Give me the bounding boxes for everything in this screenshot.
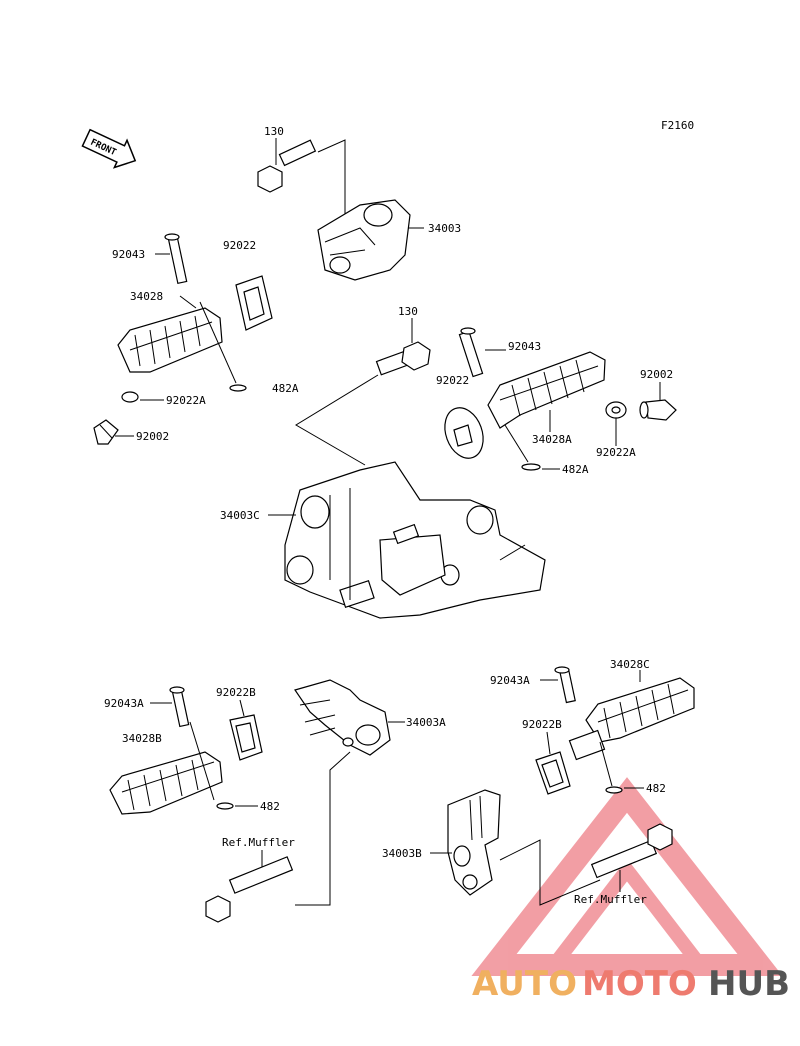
bolt-130-top <box>257 139 317 193</box>
cotter-482-right <box>605 786 623 794</box>
watermark-text: AUTO MOTO HUB <box>472 964 790 1004</box>
label-92002-right: 92002 <box>640 368 673 381</box>
label-92022-right: 92022 <box>436 374 469 387</box>
label-92022a-right: 92022A <box>596 446 636 459</box>
watermark-logo <box>471 777 783 976</box>
label-482a-right: 482A <box>562 463 589 476</box>
footpeg-34028 <box>117 307 223 373</box>
label-34003: 34003 <box>428 222 461 235</box>
pin-92043a-left <box>169 686 190 728</box>
label-92043-left: 92043 <box>112 248 145 261</box>
pin-92043-left <box>164 233 188 285</box>
watermark-part2: MOTO <box>582 964 697 1004</box>
footpeg-34028a <box>487 351 606 429</box>
label-34003a: 34003A <box>406 716 446 729</box>
label-92022a-left: 92022A <box>166 394 206 407</box>
spring-92022a-left <box>121 391 139 403</box>
label-ref-muffler-left: Ref.Muffler <box>222 836 295 849</box>
label-482a-left: 482A <box>272 382 299 395</box>
label-ref-muffler-right: Ref.Muffler <box>574 893 647 906</box>
label-130-top: 130 <box>264 125 284 138</box>
label-34003b: 34003B <box>382 847 422 860</box>
washer-92022b-right <box>535 751 571 795</box>
label-92043a-right: 92043A <box>490 674 530 687</box>
pin-92043a-right <box>554 666 576 704</box>
bolt-muffler-left <box>205 856 294 923</box>
washer-92022-left <box>235 275 273 331</box>
label-482-right: 482 <box>646 782 666 795</box>
label-92002-left: 92002 <box>136 430 169 443</box>
spring-92022a-right <box>605 401 627 419</box>
label-92043-right: 92043 <box>508 340 541 353</box>
rubber-92002-right <box>639 399 677 421</box>
bracket-34003a <box>294 679 391 756</box>
cotter-482a-left <box>229 384 247 392</box>
bracket-34003c <box>284 461 546 619</box>
watermark-part3: HUB <box>708 964 790 1004</box>
label-34003c: 34003C <box>220 509 260 522</box>
figure-code: F2160 <box>661 119 694 132</box>
bracket-34003b <box>447 789 501 896</box>
label-92022b-left: 92022B <box>216 686 256 699</box>
label-482-left: 482 <box>260 800 280 813</box>
cotter-482a-right <box>521 463 541 471</box>
cotter-482-left <box>216 802 234 810</box>
label-130-mid: 130 <box>398 305 418 318</box>
bracket-34003 <box>317 199 411 281</box>
bolt-muffler-right <box>590 823 673 879</box>
label-34028: 34028 <box>130 290 163 303</box>
footpeg-34028b <box>109 751 223 815</box>
label-34028c: 34028C <box>610 658 650 671</box>
pin-92043-right <box>458 327 484 378</box>
front-arrow-icon: FRONT <box>81 128 137 169</box>
washer-92022b-left <box>229 714 263 761</box>
label-92022-left: 92022 <box>223 239 256 252</box>
bolt-130-mid <box>375 341 431 376</box>
label-92022b-right: 92022B <box>522 718 562 731</box>
label-34028a: 34028A <box>532 433 572 446</box>
rubber-92002-left <box>93 419 119 445</box>
label-92043a-left: 92043A <box>104 697 144 710</box>
washer-92022-right <box>444 407 484 459</box>
footpeg-34028c <box>568 677 695 761</box>
label-34028b: 34028B <box>122 732 162 745</box>
watermark-part1: AUTO <box>472 964 577 1004</box>
